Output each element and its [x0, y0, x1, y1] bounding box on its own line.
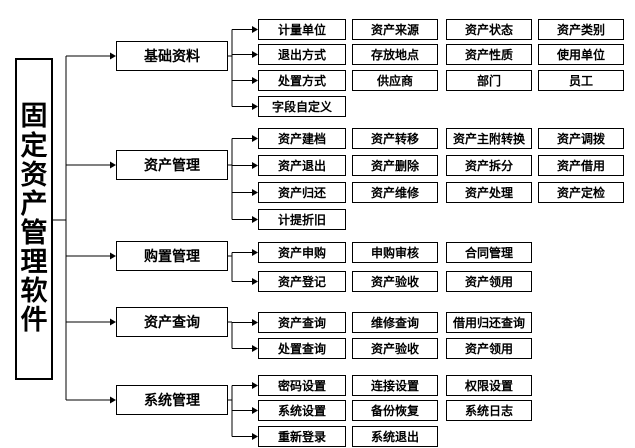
category-2-box: 资产管理 [116, 150, 228, 180]
category-3-box: 购置管理 [116, 241, 228, 271]
root-title-char: 理 [20, 247, 48, 279]
category-2-row-3-arrow [252, 189, 258, 196]
category-5-item: 系统设置 [258, 400, 346, 421]
category-2-row-1-arrow [252, 135, 258, 142]
root-title-char: 定 [20, 130, 48, 162]
category-1-item: 资产状态 [446, 19, 532, 40]
category-2-item: 资产转移 [352, 128, 438, 149]
category-1-item: 供应商 [352, 70, 438, 91]
root-node: 固定资产管理软件 [15, 58, 53, 380]
root-title-char: 固 [20, 101, 48, 133]
root-title-char: 管 [20, 218, 48, 249]
category-3-item: 资产验收 [352, 271, 438, 292]
category-2-row-2-arrow [252, 162, 258, 169]
category-2-item: 资产处理 [446, 182, 532, 203]
category-4-item: 资产验收 [352, 338, 438, 359]
category-1-row-2-arrow [252, 51, 258, 58]
category-1-item: 资产来源 [352, 19, 438, 40]
category-4-box: 资产查询 [116, 307, 228, 337]
category-2-item: 资产借用 [538, 155, 624, 176]
category-1-item: 资产类别 [538, 19, 624, 40]
category-5-item: 备份恢复 [352, 400, 438, 421]
category-5-item: 系统日志 [446, 400, 532, 421]
category-2-item: 资产建档 [258, 128, 346, 149]
category-3-item: 资产登记 [258, 271, 346, 292]
category-2-arrow [110, 161, 116, 169]
category-1-arrow [110, 52, 116, 60]
category-1-item: 计量单位 [258, 19, 346, 40]
category-5-arrow [110, 396, 116, 404]
category-1-item: 字段自定义 [258, 96, 346, 117]
category-5-row-2-arrow [252, 407, 258, 414]
category-5-item: 连接设置 [352, 375, 438, 396]
category-2-item: 资产主附转换 [446, 128, 532, 149]
category-4-row-2-arrow [252, 345, 258, 352]
category-1-row-1-arrow [252, 26, 258, 33]
root-title-char: 资 [20, 159, 48, 191]
category-1-item: 部门 [446, 70, 532, 91]
category-2-item: 资产归还 [258, 182, 346, 203]
category-5-box: 系统管理 [116, 385, 228, 415]
category-3-item: 合同管理 [446, 242, 532, 263]
category-4-item: 资产领用 [446, 338, 532, 359]
category-5-row-3-arrow [252, 433, 258, 440]
category-2-item: 资产调拨 [538, 128, 624, 149]
root-title-char: 产 [20, 188, 48, 220]
root-title-char: 软 [20, 276, 48, 308]
category-1-row-3-arrow [252, 77, 258, 84]
category-2-item: 资产删除 [352, 155, 438, 176]
category-2-item: 资产维修 [352, 182, 438, 203]
category-3-row-2-arrow [252, 278, 258, 285]
category-1-item: 员工 [538, 70, 624, 91]
category-4-item: 借用归还查询 [446, 312, 532, 333]
category-5-item: 系统退出 [352, 426, 438, 447]
category-3-item: 资产领用 [446, 271, 532, 292]
category-2-item: 计提折旧 [258, 209, 346, 230]
category-3-row-1-arrow [252, 249, 258, 256]
category-3-arrow [110, 252, 116, 260]
category-5-row-1-arrow [252, 382, 258, 389]
category-2-item: 资产退出 [258, 155, 346, 176]
category-4-item: 资产查询 [258, 312, 346, 333]
category-1-box: 基础资料 [116, 41, 228, 71]
category-1-row-4-arrow [252, 103, 258, 110]
category-1-item: 退出方式 [258, 44, 346, 65]
category-1-item: 处置方式 [258, 70, 346, 91]
category-4-row-1-arrow [252, 319, 258, 326]
category-4-item: 处置查询 [258, 338, 346, 359]
category-3-item: 申购审核 [352, 242, 438, 263]
category-2-row-4-arrow [252, 216, 258, 223]
category-2-item: 资产定检 [538, 182, 624, 203]
category-5-item: 密码设置 [258, 375, 346, 396]
category-3-item: 资产申购 [258, 242, 346, 263]
category-2-item: 资产拆分 [446, 155, 532, 176]
category-4-arrow [110, 318, 116, 326]
category-1-item: 资产性质 [446, 44, 532, 65]
root-title-char: 件 [20, 305, 48, 337]
category-1-item: 使用单位 [538, 44, 624, 65]
category-5-item: 重新登录 [258, 426, 346, 447]
category-4-item: 维修查询 [352, 312, 438, 333]
category-5-item: 权限设置 [446, 375, 532, 396]
category-1-item: 存放地点 [352, 44, 438, 65]
